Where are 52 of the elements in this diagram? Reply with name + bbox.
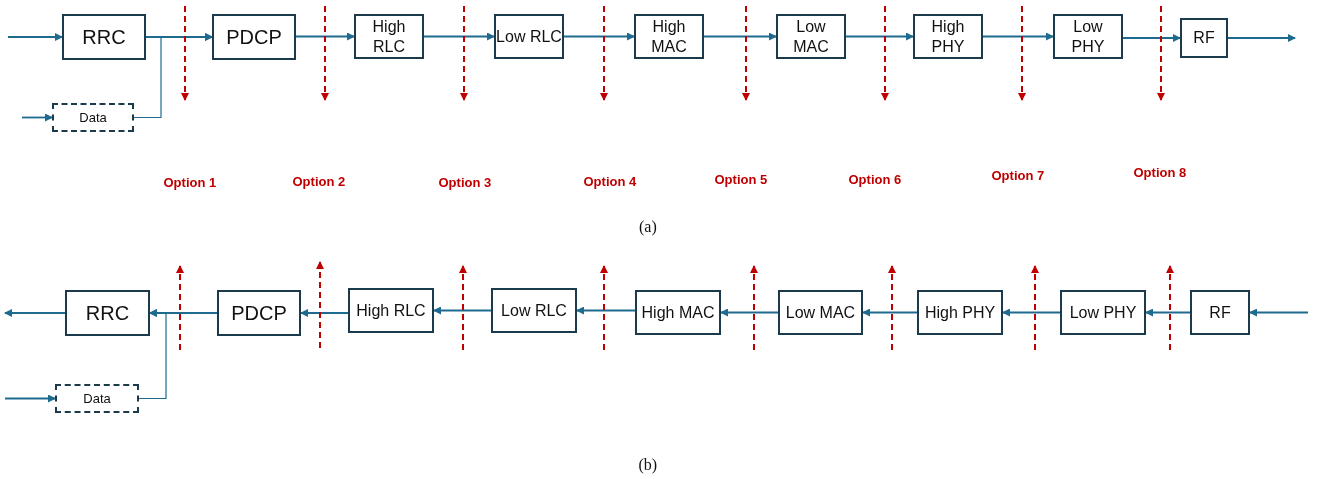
process-box: Low MAC <box>778 290 863 335</box>
arrow <box>1122 34 1181 42</box>
process-box: PDCP <box>217 290 301 336</box>
process-box: RRC <box>65 290 150 336</box>
process-box: High RLC <box>348 288 434 333</box>
process-box: RF <box>1180 18 1228 58</box>
arrow <box>1249 308 1309 317</box>
process-box: High MAC <box>634 14 704 59</box>
figure-caption: (a) <box>639 218 657 236</box>
option-label: Option 1 <box>163 174 217 190</box>
arrow <box>295 32 355 41</box>
dashed-input-box: Data <box>52 103 134 132</box>
dashed-input-box: Data <box>55 384 139 413</box>
option-label: Option 6 <box>848 171 902 187</box>
process-box: PDCP <box>212 14 296 60</box>
process-box: Low RLC <box>491 288 577 333</box>
process-box: High PHY <box>913 14 983 59</box>
option-label: Option 5 <box>714 171 768 187</box>
figure-caption: (b) <box>638 456 658 474</box>
process-box: High PHY <box>917 290 1003 335</box>
arrow <box>4 309 66 317</box>
process-box: Low MAC <box>776 14 846 59</box>
process-box: Low PHY <box>1053 14 1123 59</box>
arrow <box>703 32 777 41</box>
arrow <box>845 32 914 41</box>
process-box: Low PHY <box>1060 290 1146 335</box>
arrow <box>21 113 53 122</box>
option-label: Option 7 <box>991 167 1045 183</box>
process-box: Low RLC <box>494 14 564 59</box>
arrow <box>576 306 636 315</box>
arrow <box>4 394 56 403</box>
arrow <box>1002 308 1061 317</box>
option-label: Option 3 <box>438 174 492 190</box>
arrow <box>1227 34 1296 42</box>
arrow <box>423 32 495 41</box>
arrow <box>300 309 349 317</box>
arrow <box>563 32 635 41</box>
process-box: RF <box>1190 290 1250 335</box>
arrow <box>433 306 492 315</box>
arrow <box>133 33 213 119</box>
arrow <box>1145 308 1191 317</box>
arrow <box>7 33 63 41</box>
option-label: Option 4 <box>583 173 637 189</box>
option-label: Option 8 <box>1133 164 1187 180</box>
arrow <box>862 308 918 317</box>
arrow <box>720 308 779 317</box>
process-box: RRC <box>62 14 146 60</box>
process-box: High MAC <box>635 290 721 335</box>
option-label: Option 2 <box>292 173 346 189</box>
arrow <box>138 309 167 400</box>
arrow <box>982 32 1054 41</box>
process-box: High RLC <box>354 14 424 59</box>
